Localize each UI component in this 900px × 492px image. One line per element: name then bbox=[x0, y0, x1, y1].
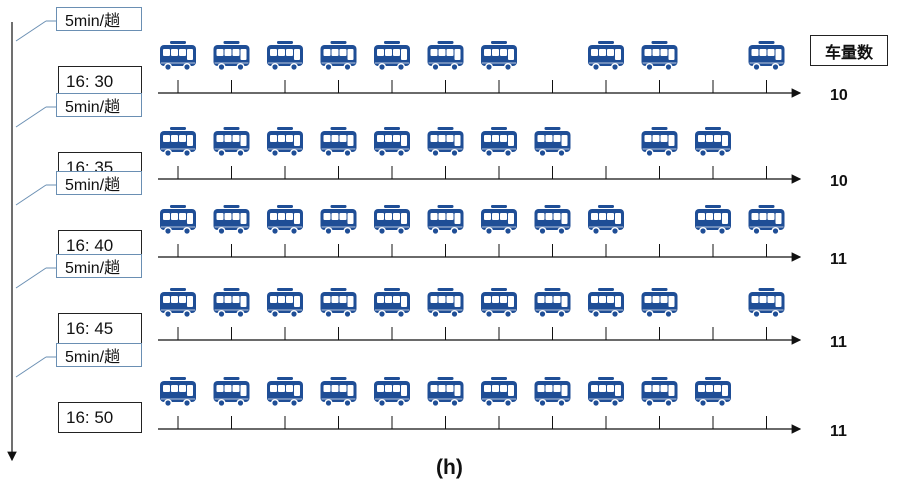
bus-icon bbox=[320, 288, 357, 318]
bus-icon bbox=[748, 205, 785, 235]
bus-icon bbox=[481, 377, 517, 407]
bus-icon bbox=[534, 127, 571, 157]
bus-icon bbox=[481, 205, 517, 235]
bus-icon bbox=[374, 41, 410, 71]
bus-icon bbox=[160, 127, 196, 157]
bus-icon bbox=[160, 41, 196, 71]
bus-icon bbox=[267, 41, 303, 71]
frequency-label: 5min/趟 bbox=[56, 93, 142, 117]
bus-icon bbox=[427, 205, 464, 235]
frequency-label: 5min/趟 bbox=[56, 171, 142, 195]
legend-label: 车量数 bbox=[824, 42, 873, 62]
bus-icon bbox=[641, 41, 678, 71]
schedule-row bbox=[15, 20, 802, 98]
bus-icon bbox=[374, 205, 410, 235]
bus-icon bbox=[641, 288, 678, 318]
bus-icon bbox=[427, 288, 464, 318]
frequency-label: 5min/趟 bbox=[56, 7, 142, 31]
bus-icon bbox=[267, 377, 303, 407]
caption-text: (h) bbox=[436, 456, 463, 479]
vehicle-count: 11 bbox=[830, 251, 847, 268]
bus-icon bbox=[374, 127, 410, 157]
bus-icon bbox=[213, 377, 250, 407]
bus-icon bbox=[534, 288, 571, 318]
bus-icon bbox=[588, 205, 624, 235]
bus-icon bbox=[534, 205, 571, 235]
bus-icon bbox=[481, 41, 517, 71]
legend-label-box: 车量数 bbox=[810, 35, 888, 66]
bus-icon bbox=[588, 377, 624, 407]
frequency-connector bbox=[15, 184, 47, 206]
frequency-connector bbox=[15, 356, 47, 378]
figure-caption: (h) bbox=[436, 456, 463, 480]
frequency-label: 5min/趟 bbox=[56, 254, 142, 278]
bus-icon bbox=[320, 127, 357, 157]
bus-icon bbox=[213, 288, 250, 318]
frequency-connector bbox=[15, 267, 47, 289]
bus-icon bbox=[748, 288, 785, 318]
bus-icon bbox=[160, 377, 196, 407]
bus-icon bbox=[695, 127, 731, 157]
bus-icon bbox=[641, 377, 678, 407]
frequency-connector bbox=[15, 20, 47, 42]
bus-icon bbox=[160, 288, 196, 318]
vehicle-count: 10 bbox=[830, 173, 848, 190]
bus-icon bbox=[374, 377, 410, 407]
bus-icon bbox=[695, 205, 731, 235]
bus-icon bbox=[588, 288, 624, 318]
bus-icon bbox=[695, 377, 731, 407]
time-label: 16: 50 bbox=[58, 402, 142, 433]
bus-icon bbox=[320, 41, 357, 71]
bus-icon bbox=[481, 127, 517, 157]
schedule-row bbox=[15, 356, 802, 434]
bus-icon bbox=[374, 288, 410, 318]
schedule-row bbox=[15, 106, 802, 184]
bus-icon bbox=[427, 41, 464, 71]
bus-icon bbox=[160, 205, 196, 235]
bus-icon bbox=[213, 205, 250, 235]
bus-icon bbox=[213, 41, 250, 71]
bus-icon bbox=[427, 377, 464, 407]
time-label: 16: 30 bbox=[58, 66, 142, 97]
bus-icon bbox=[588, 41, 624, 71]
bus-icon bbox=[641, 127, 678, 157]
bus-icon bbox=[748, 41, 785, 71]
bus-icon bbox=[267, 127, 303, 157]
frequency-label: 5min/趟 bbox=[56, 343, 142, 367]
time-label: 16: 45 bbox=[58, 313, 142, 344]
bus-icon bbox=[213, 127, 250, 157]
schedule-row bbox=[15, 267, 802, 345]
bus-icon bbox=[481, 288, 517, 318]
bus-icon bbox=[534, 377, 571, 407]
vehicle-count: 10 bbox=[830, 87, 848, 104]
vehicle-count: 11 bbox=[830, 423, 847, 440]
vehicle-count: 11 bbox=[830, 334, 847, 351]
bus-icon bbox=[320, 205, 357, 235]
bus-icon bbox=[267, 288, 303, 318]
bus-icon bbox=[320, 377, 357, 407]
bus-icon bbox=[267, 205, 303, 235]
frequency-connector bbox=[15, 106, 47, 128]
bus-icon bbox=[427, 127, 464, 157]
schedule-row bbox=[15, 184, 802, 262]
